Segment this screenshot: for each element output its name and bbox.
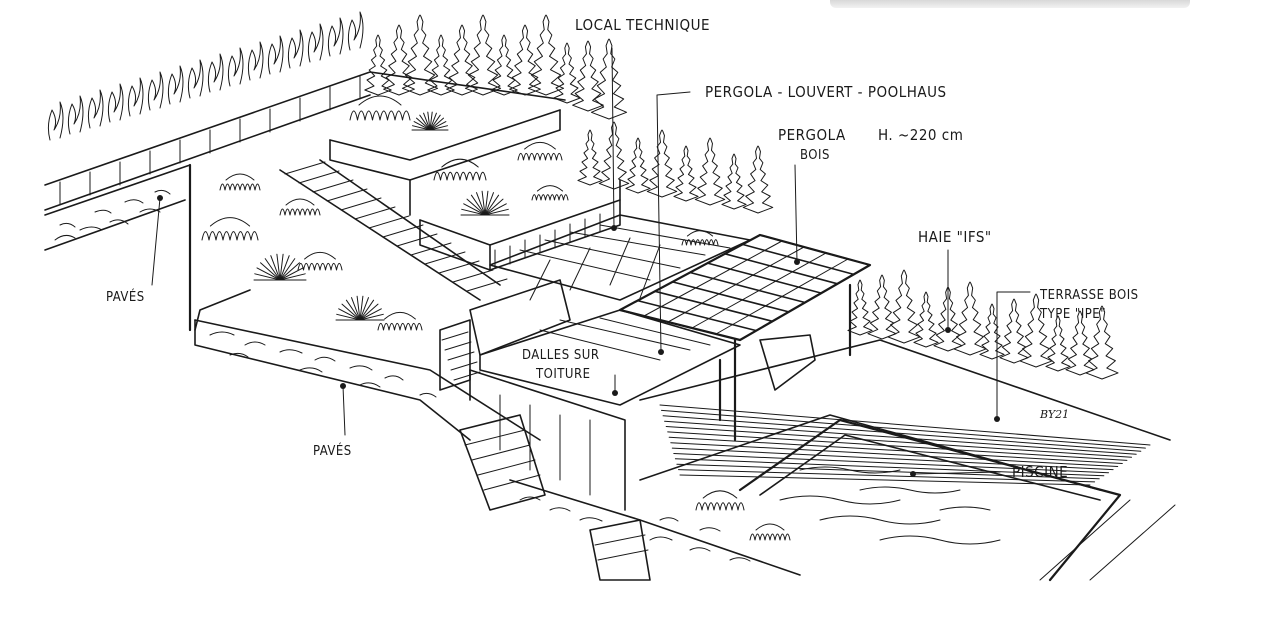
technical-room [469,47,626,511]
window-edge-shadow [830,0,1190,8]
label-terrasse-bois-2: TYPE "IPE" [1039,307,1106,322]
label-paves-left: PAVÉS [106,289,145,305]
lower-planting-bed [194,289,541,441]
label-pergola-bois-2: BOIS [800,148,830,163]
roof-terrace-slabs [469,91,751,406]
boundary-wall [44,71,566,211]
label-dalles-2: TOITURE [535,367,591,382]
shrub-plantings [201,95,791,541]
swimming-pool [738,418,1176,582]
label-haie-ifs: HAIE "IFS" [918,228,992,246]
bottom-paving [509,479,801,576]
label-pergola-height: H. ~220 cm [878,126,963,144]
upper-planters [329,109,621,271]
label-piscine: PISCINE [1012,463,1068,481]
label-paves-bottom: PAVÉS [313,443,352,459]
label-pergola-bois-1: PERGOLA [778,126,846,144]
conifer-hedge-right [847,269,1119,380]
label-local-technique: LOCAL TECHNIQUE [575,16,710,34]
label-dalles-1: DALLES SUR [522,348,599,363]
wood-deck-ipe [639,291,1171,491]
annotation-labels: LOCAL TECHNIQUE PERGOLA - LOUVERT - POOL… [106,16,1139,481]
wooden-pergola [618,164,872,442]
conifer-hedge-back [47,11,774,214]
artist-signature: BY21 [1039,408,1069,421]
main-staircase [279,159,508,391]
label-terrasse-bois-1: TERRASSE BOIS [1039,288,1139,303]
label-pergola-louvert: PERGOLA - LOUVERT - POOLHAUS [705,83,947,101]
left-paved-area [44,163,192,332]
lower-staircase [459,414,651,581]
